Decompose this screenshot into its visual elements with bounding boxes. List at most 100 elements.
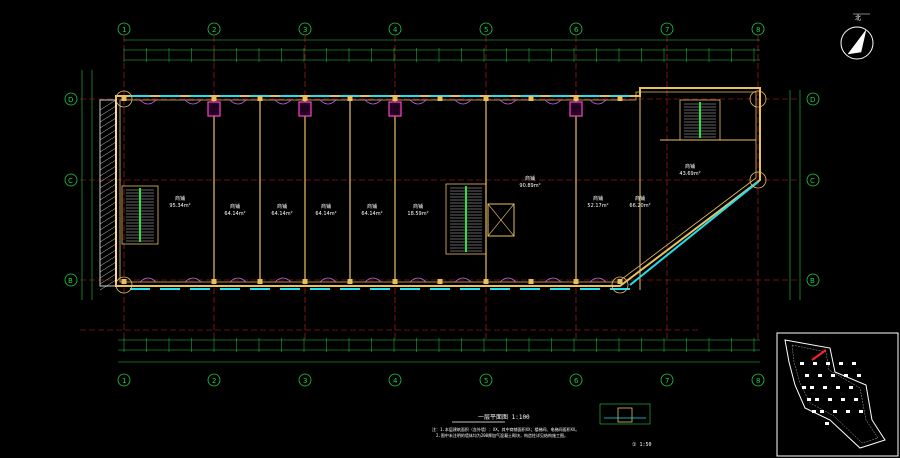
axis-bubble-top bbox=[479, 22, 493, 36]
axis-bubbles-right: DCB bbox=[806, 92, 820, 287]
axis-bubble-bottom bbox=[479, 373, 493, 387]
hatch-line bbox=[99, 135, 117, 147]
axis-bubbles-left: DCB bbox=[64, 92, 78, 287]
column bbox=[207, 101, 221, 117]
axis-bubble-bottom bbox=[207, 373, 221, 387]
window-diagonal bbox=[629, 181, 759, 286]
corner-column bbox=[749, 171, 767, 189]
door-swing bbox=[184, 99, 202, 105]
hatch-line bbox=[99, 279, 117, 291]
hatch-line bbox=[99, 231, 117, 243]
room-label: 商铺 bbox=[525, 175, 535, 182]
column-small bbox=[573, 279, 579, 284]
room-area: 66.20m² bbox=[629, 203, 650, 209]
column-small bbox=[573, 96, 579, 101]
hatch-line bbox=[99, 273, 117, 285]
axis-label-right: D bbox=[810, 96, 815, 104]
door-swing bbox=[139, 99, 157, 105]
axis-label-top: 3 bbox=[303, 26, 307, 34]
axis-label-bottom: 3 bbox=[303, 377, 307, 385]
door-swing bbox=[409, 277, 427, 283]
hatch-line bbox=[99, 207, 117, 219]
hatch-line bbox=[99, 105, 117, 117]
room-area: 90.89m² bbox=[519, 183, 540, 189]
door-swing bbox=[184, 277, 202, 283]
axis-bubble-top bbox=[751, 22, 765, 36]
axis-label-top: 4 bbox=[393, 26, 398, 34]
hatch-line bbox=[99, 237, 117, 249]
door-swing bbox=[274, 99, 292, 105]
stair-core bbox=[121, 185, 159, 245]
door-swing bbox=[454, 99, 472, 105]
axis-label-bottom: 7 bbox=[665, 377, 669, 385]
stair-core bbox=[679, 99, 721, 141]
axis-label-top: 6 bbox=[574, 26, 579, 34]
column-small bbox=[211, 96, 217, 101]
hatch-line bbox=[99, 117, 117, 129]
dimension-lines bbox=[81, 39, 801, 363]
axis-label-bottom: 6 bbox=[574, 377, 579, 385]
key-plan-building bbox=[846, 410, 850, 413]
door-swing bbox=[544, 99, 562, 105]
axis-label-top: 2 bbox=[212, 26, 216, 34]
room-label: 商铺 bbox=[635, 195, 645, 202]
key-plan-building bbox=[836, 386, 840, 389]
axis-label-bottom: 8 bbox=[756, 377, 760, 385]
axis-bubble-right bbox=[806, 273, 820, 287]
room-area: 43.69m² bbox=[679, 171, 700, 177]
key-plan-building bbox=[823, 386, 827, 389]
hatch-line bbox=[99, 159, 117, 171]
axis-label-left: C bbox=[68, 177, 73, 185]
room-area: 64.14m² bbox=[315, 211, 336, 217]
room-label: 商铺 bbox=[277, 203, 287, 210]
room-label: 商铺 bbox=[175, 195, 185, 202]
hatch-line bbox=[99, 189, 117, 201]
hatch-line bbox=[99, 147, 117, 159]
hatch-line bbox=[99, 267, 117, 279]
axis-bubble-top bbox=[569, 22, 583, 36]
key-plan-building bbox=[802, 386, 806, 389]
axis-label-top: 8 bbox=[756, 26, 760, 34]
key-plan-building bbox=[815, 398, 819, 401]
key-plan-building bbox=[820, 410, 824, 413]
hatch-line bbox=[99, 99, 117, 111]
axis-label-right: C bbox=[810, 177, 815, 185]
hatch-line bbox=[99, 153, 117, 165]
door-swing bbox=[589, 277, 607, 283]
axis-label-left: D bbox=[68, 96, 73, 104]
room-area: 64.14m² bbox=[271, 211, 292, 217]
room-label: 商铺 bbox=[593, 195, 603, 202]
room-label: 商铺 bbox=[321, 203, 331, 210]
door-swing bbox=[544, 277, 562, 283]
column-small bbox=[257, 279, 263, 284]
key-plan-building bbox=[833, 410, 837, 413]
room-area: 18.59m² bbox=[407, 211, 428, 217]
hatch-line bbox=[99, 213, 117, 225]
door-swing bbox=[499, 277, 517, 283]
door-swing bbox=[319, 99, 337, 105]
corner-column bbox=[115, 90, 133, 108]
hatch-line bbox=[99, 261, 117, 273]
door-swing bbox=[364, 99, 382, 105]
north-label: 北 bbox=[855, 14, 861, 22]
hatched-wall bbox=[99, 99, 117, 287]
window-strips bbox=[130, 95, 759, 290]
axis-bubble-top bbox=[660, 22, 674, 36]
key-plan-building bbox=[818, 374, 822, 377]
axis-label-top: 1 bbox=[122, 26, 126, 34]
axis-label-bottom: 1 bbox=[122, 377, 126, 385]
key-plan-building bbox=[841, 398, 845, 401]
key-plan-building bbox=[807, 398, 811, 401]
hatch-line bbox=[99, 243, 117, 255]
axis-label-bottom: 2 bbox=[212, 377, 216, 385]
hatch-line bbox=[99, 219, 117, 231]
door-swing bbox=[409, 99, 427, 105]
key-plan-building bbox=[805, 374, 809, 377]
door-swing bbox=[364, 277, 382, 283]
key-plan-building bbox=[826, 362, 830, 365]
axis-label-bottom: 5 bbox=[484, 377, 488, 385]
hatch-line bbox=[99, 171, 117, 183]
room-area: 52.17m² bbox=[587, 203, 608, 209]
